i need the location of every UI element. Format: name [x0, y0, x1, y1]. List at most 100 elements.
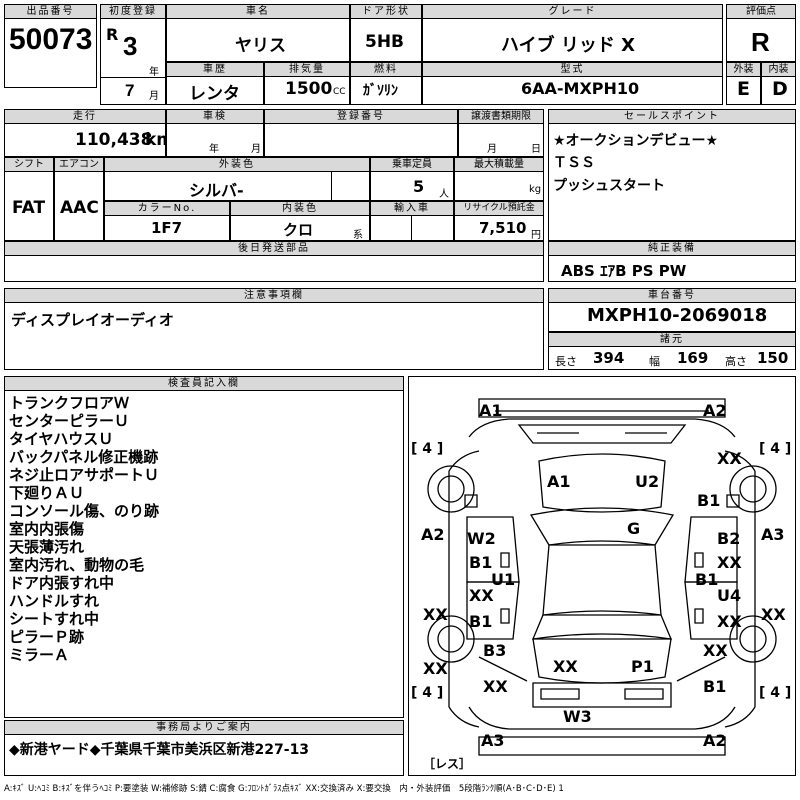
- legend: A:ｷｽﾞ U:ﾍｺﾐ B:ｷｽﾞを伴うﾍｺﾐ P:要塗装 W:補修跡 S:錆 …: [4, 784, 564, 794]
- interior-color: クロ: [283, 221, 314, 239]
- damage-mark: B1: [697, 491, 721, 510]
- office-notice: ◆新港ヤード◆千葉県千葉市美浜区新港227-13: [9, 742, 310, 758]
- car-outline: [409, 377, 795, 775]
- spare-tire: ［レス］: [423, 757, 472, 771]
- tread-front-right: [ 4 ]: [759, 441, 792, 457]
- length: 394: [593, 349, 625, 367]
- mileage: 110,438: [75, 130, 153, 150]
- inspector-notes-label: 検査員記入欄: [5, 377, 403, 391]
- damage-mark: U4: [717, 586, 742, 605]
- damage-mark: U1: [491, 570, 516, 589]
- grade: ハイブ リッド X: [501, 35, 636, 56]
- first-registration-label: 初度登録: [101, 5, 165, 19]
- width: 169: [677, 349, 709, 367]
- door-label: ドア形状: [351, 5, 421, 19]
- interior-color-label: 内装色: [231, 202, 369, 216]
- damage-mark: A2: [421, 525, 445, 544]
- damage-mark: XX: [717, 553, 742, 572]
- inspector-note: 下廻りＡＵ: [9, 484, 85, 502]
- damage-mark: XX: [717, 612, 742, 631]
- import-cell: 輸入車: [370, 201, 454, 241]
- exterior-score-cell: 外装 E: [726, 62, 761, 105]
- exterior-color-cell: 外装色 シルバ-: [104, 157, 370, 201]
- damage-mark: B1: [695, 570, 719, 589]
- mileage-cell: 走行 110,438 km: [4, 109, 174, 157]
- seats-unit: 人: [439, 189, 449, 200]
- door: 5HB: [365, 32, 405, 52]
- damage-mark: XX: [703, 641, 728, 660]
- sales-points-label: セールスポイント: [549, 110, 795, 124]
- seats-label: 乗車定員: [371, 158, 453, 172]
- dimensions-label: 諸元: [549, 333, 795, 347]
- month-number: 7: [125, 81, 135, 100]
- max-load-label: 最大積載量: [455, 158, 543, 172]
- import-label: 輸入車: [371, 202, 453, 216]
- inspector-note: バックパネル修正機跡: [9, 448, 159, 466]
- damage-mark: XX: [553, 657, 578, 676]
- sales-point-2: ＴＳＳ: [553, 155, 595, 171]
- damage-diagram: [ 4 ] [ 4 ] [ 4 ] [ 4 ] ［レス］ A1 A2 XX A1…: [408, 376, 796, 776]
- inspector-note: 室内内張傷: [9, 520, 85, 538]
- shift: FAT: [12, 198, 46, 218]
- interior-label: 内装: [762, 63, 795, 77]
- color-number-cell: カラーNo. 1F7: [104, 201, 230, 241]
- transfer-deadline-cell: 譲渡書類期限 月 日: [458, 109, 544, 157]
- registration-number-cell: 登録番号: [264, 109, 458, 157]
- notes-label: 注意事項欄: [5, 289, 543, 303]
- equipment: ABS ｴｱB PS PW: [561, 262, 687, 280]
- max-load-unit: kg: [529, 184, 542, 195]
- inspection-month: 月: [251, 144, 261, 155]
- inspector-note: シートすれ中: [9, 610, 100, 628]
- inspector-note: トランクフロアＷ: [9, 394, 130, 412]
- interior-score: D: [772, 78, 788, 100]
- month-unit: 月: [149, 91, 159, 102]
- inspector-note: 天張薄汚れ: [9, 538, 85, 556]
- shift-label: シフト: [5, 158, 53, 172]
- exterior-color-label: 外装色: [105, 158, 369, 172]
- tread-rear-left: [ 4 ]: [411, 685, 444, 701]
- history-label: 車歴: [167, 63, 263, 77]
- lot-number: 50073: [9, 23, 93, 56]
- score-cell: 評価点 R: [726, 4, 796, 62]
- door-cell: ドア形状 5HB: [350, 4, 422, 62]
- model-label: 型式: [423, 63, 722, 77]
- damage-mark: XX: [717, 449, 742, 468]
- inspection-year: 年: [209, 144, 219, 155]
- damage-mark: G: [627, 519, 641, 538]
- notes: ディスプレイオーディオ: [11, 311, 174, 329]
- car-name-cell: 車名 ヤリス: [166, 4, 350, 62]
- inspector-notes-cell: 検査員記入欄 トランクフロアＷ センターピラーＵ タイヤハウスＵ バックパネル修…: [4, 376, 404, 718]
- interior-score-cell: 内装 D: [761, 62, 796, 105]
- damage-mark: A2: [703, 731, 727, 750]
- chassis-number-cell: 車台番号 MXPH10-2069018: [548, 288, 796, 332]
- grade-label: グレード: [423, 5, 722, 19]
- history: レンタ: [189, 84, 240, 104]
- lot-number-cell: 出品番号 50073: [4, 4, 97, 88]
- inspector-note: コンソール傷、のり跡: [9, 502, 160, 520]
- seats-cell: 乗車定員 5 人: [370, 157, 454, 201]
- inspection-cell: 車検 年 月: [166, 109, 264, 157]
- inspector-note: タイヤハウスＵ: [9, 430, 114, 448]
- displacement-cell: 排気量 1500 CC: [264, 62, 350, 105]
- exterior-label: 外装: [727, 63, 760, 77]
- inspector-note: ミラーＡ: [9, 646, 70, 664]
- equipment-label: 純正装備: [549, 242, 795, 256]
- damage-mark: B3: [483, 641, 507, 660]
- damage-mark: B1: [703, 677, 727, 696]
- era: R: [106, 25, 119, 44]
- later-parts-label: 後日発送部品: [5, 242, 543, 256]
- history-cell: 車歴 レンタ: [166, 62, 264, 105]
- color-number: 1F7: [151, 219, 183, 237]
- car-name: ヤリス: [235, 36, 286, 56]
- recycle-fee-cell: リサイクル預託金 7,510 円: [454, 201, 544, 241]
- sales-point-1: ★オークションデビュー★: [553, 133, 719, 149]
- transfer-day: 日: [531, 144, 541, 155]
- ac-label: エアコン: [55, 158, 103, 172]
- damage-mark: XX: [761, 605, 786, 624]
- length-label: 長さ: [555, 355, 577, 368]
- office-notice-label: 事務局よりご案内: [5, 721, 403, 735]
- exterior-score: E: [737, 78, 750, 100]
- fuel-label: 燃料: [351, 63, 421, 77]
- inspector-note: センターピラーＵ: [9, 412, 130, 430]
- shift-cell: シフト FAT: [4, 157, 54, 241]
